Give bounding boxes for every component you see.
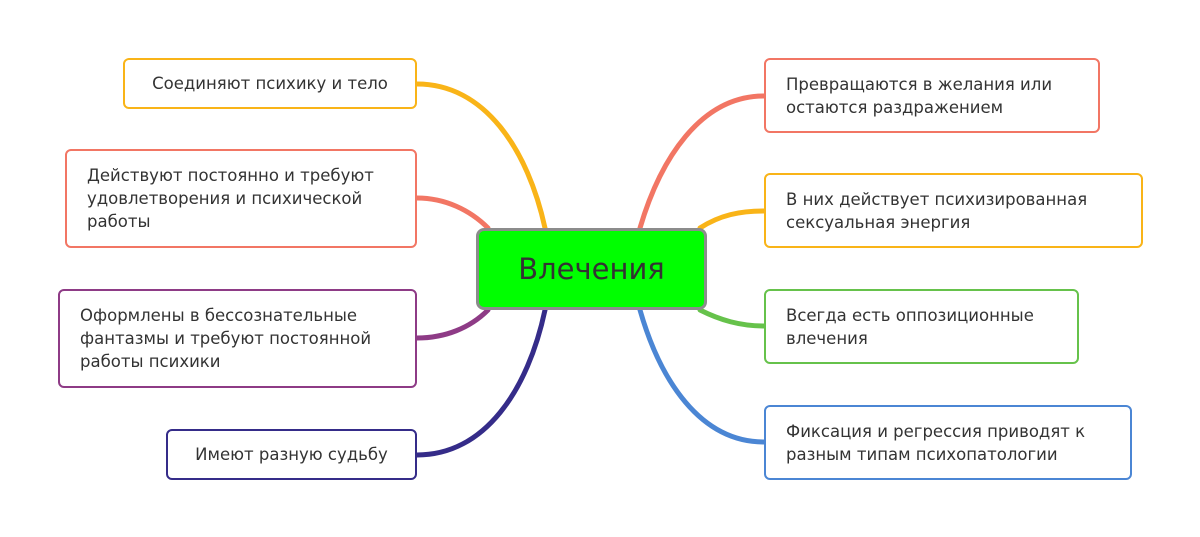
central-topic[interactable]: Влечения [476,228,707,310]
connector-l1 [414,81,548,231]
branch-node-different-fate[interactable]: Имеют разную судьбу [166,429,417,480]
branch-node-psychized-energy[interactable]: В них действует психизированная сексуаль… [764,173,1143,248]
central-topic-label: Влечения [518,252,665,286]
branch-label: В них действует психизированная сексуаль… [786,189,1088,232]
connector-l3 [414,307,491,341]
branch-node-unconscious-fantasms[interactable]: Оформлены в бессознательные фантазмы и т… [58,289,417,388]
connector-l4 [414,307,548,458]
connector-l2 [414,195,491,231]
branch-node-fixation-regression[interactable]: Фиксация и регрессия приводят к разным т… [764,405,1132,480]
branch-node-constant-action[interactable]: Действуют постоянно и требуют удовлетвор… [65,149,417,248]
branch-label: Всегда есть оппозиционные влечения [786,305,1034,348]
connector-r4 [637,307,767,445]
branch-label: Действуют постоянно и требуют удовлетвор… [87,166,374,231]
branch-label: Превращаются в желания или остаются разд… [786,74,1053,117]
branch-node-opposing-drives[interactable]: Всегда есть оппозиционные влечения [764,289,1079,364]
branch-label: Фиксация и регрессия приводят к разным т… [786,421,1086,464]
connector-r2 [697,208,767,231]
branch-node-desires-or-irritation[interactable]: Превращаются в желания или остаются разд… [764,58,1100,133]
branch-node-mind-body[interactable]: Соединяют психику и тело [123,58,417,109]
connector-r3 [697,307,767,329]
connector-r1 [637,93,767,231]
branch-label: Оформлены в бессознательные фантазмы и т… [80,306,372,371]
branch-label: Соединяют психику и тело [152,74,388,93]
branch-label: Имеют разную судьбу [195,445,388,464]
